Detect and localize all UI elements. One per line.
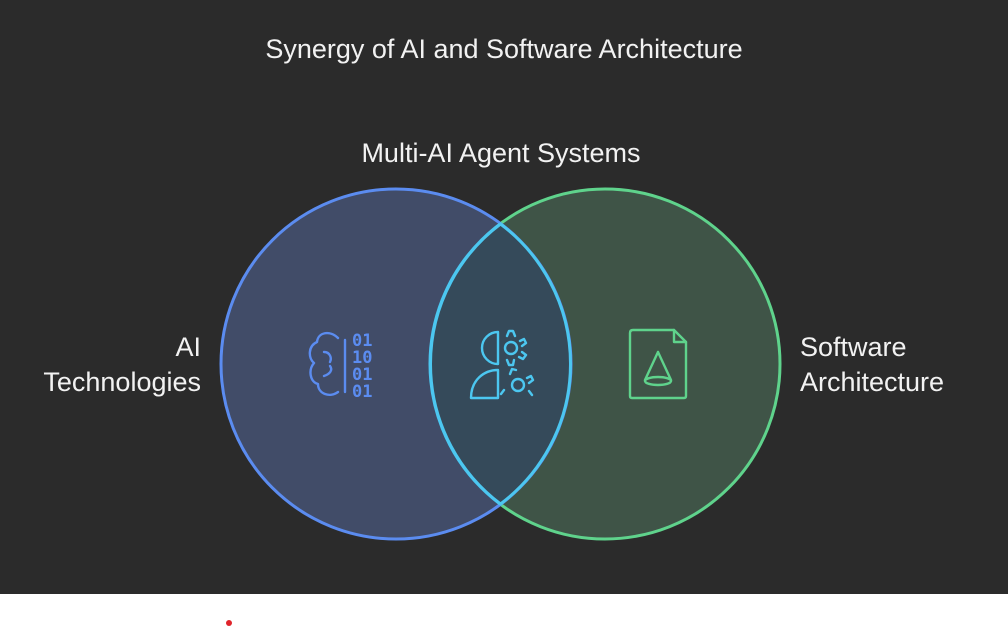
red-dot-marker: [226, 620, 232, 626]
svg-text:01: 01: [352, 382, 372, 402]
person-gear-icon: [469, 329, 535, 400]
svg-text:01: 01: [352, 365, 372, 385]
svg-text:01: 01: [352, 331, 372, 351]
venn-diagram: 01 10 01 01: [219, 187, 782, 541]
left-set-label: AI Technologies: [43, 330, 201, 400]
left-set-label-line-2: Technologies: [43, 367, 201, 397]
left-set-label-line-1: AI: [175, 332, 201, 362]
intersection-outline: [429, 222, 572, 506]
right-set-label-line-2: Architecture: [800, 367, 945, 397]
diagram-title: Synergy of AI and Software Architecture: [265, 34, 743, 64]
diagram-canvas: Synergy of AI and Software Architecture …: [0, 0, 1008, 594]
svg-text:10: 10: [352, 348, 372, 368]
right-set-label: Software Architecture: [800, 330, 944, 400]
brain-binary-icon: 01 10 01 01: [308, 331, 372, 402]
overlap-label: Multi-AI Agent Systems: [361, 138, 641, 168]
right-set-label-line-1: Software: [800, 332, 907, 362]
architecture-document-icon: [628, 328, 688, 400]
